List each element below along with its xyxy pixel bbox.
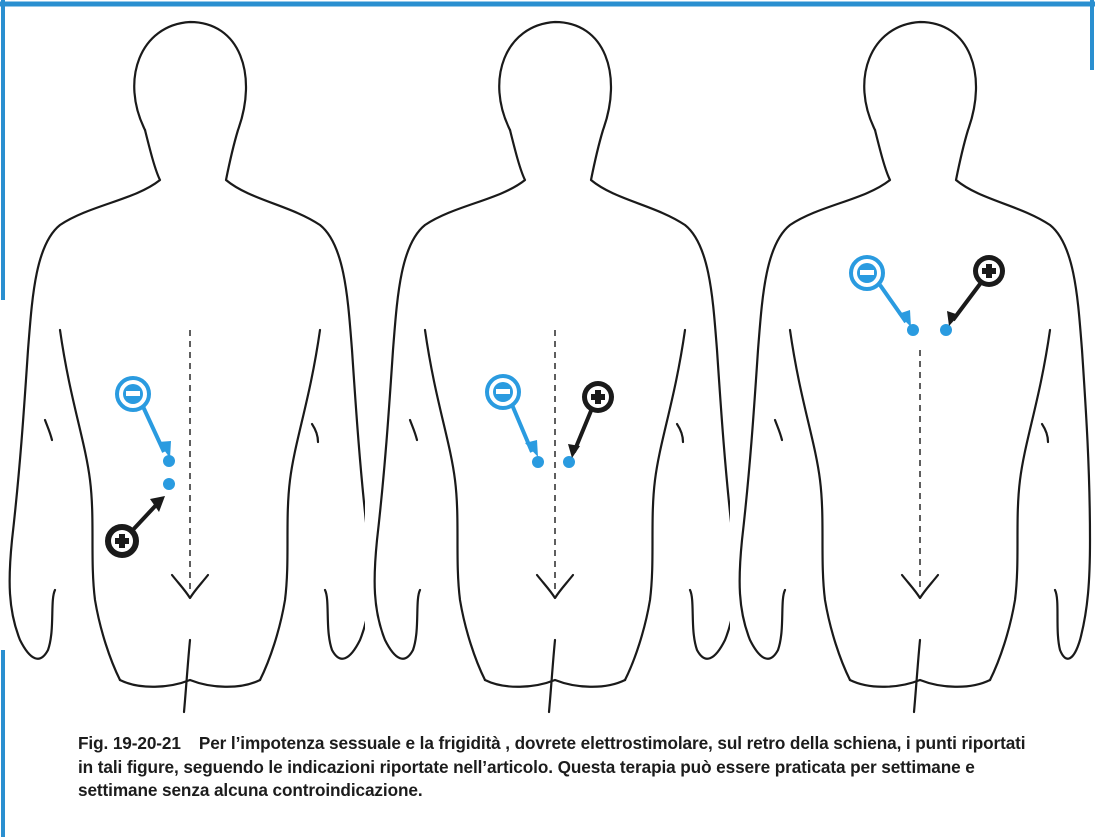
caption-text: Per l’impotenza sessuale e la frigidità …	[78, 733, 1025, 800]
figure-19	[0, 0, 365, 715]
electrode-point-positive	[940, 324, 952, 336]
electrode-point-negative	[907, 324, 919, 336]
human-back-silhouette	[740, 22, 1090, 712]
human-back-silhouette	[10, 22, 365, 712]
human-back-silhouette	[375, 22, 730, 712]
electrode-point-negative	[532, 456, 544, 468]
caption-figure-label: Fig. 19-20-21	[78, 733, 181, 753]
electrode-point-negative	[163, 455, 175, 467]
electrode-pair	[487, 376, 614, 468]
electrode-pair	[106, 378, 175, 557]
electrode-point-positive	[163, 478, 175, 490]
figure-21	[730, 0, 1095, 715]
figure-20	[365, 0, 730, 715]
electrode-pair	[851, 255, 1005, 336]
electrode-point-positive	[563, 456, 575, 468]
